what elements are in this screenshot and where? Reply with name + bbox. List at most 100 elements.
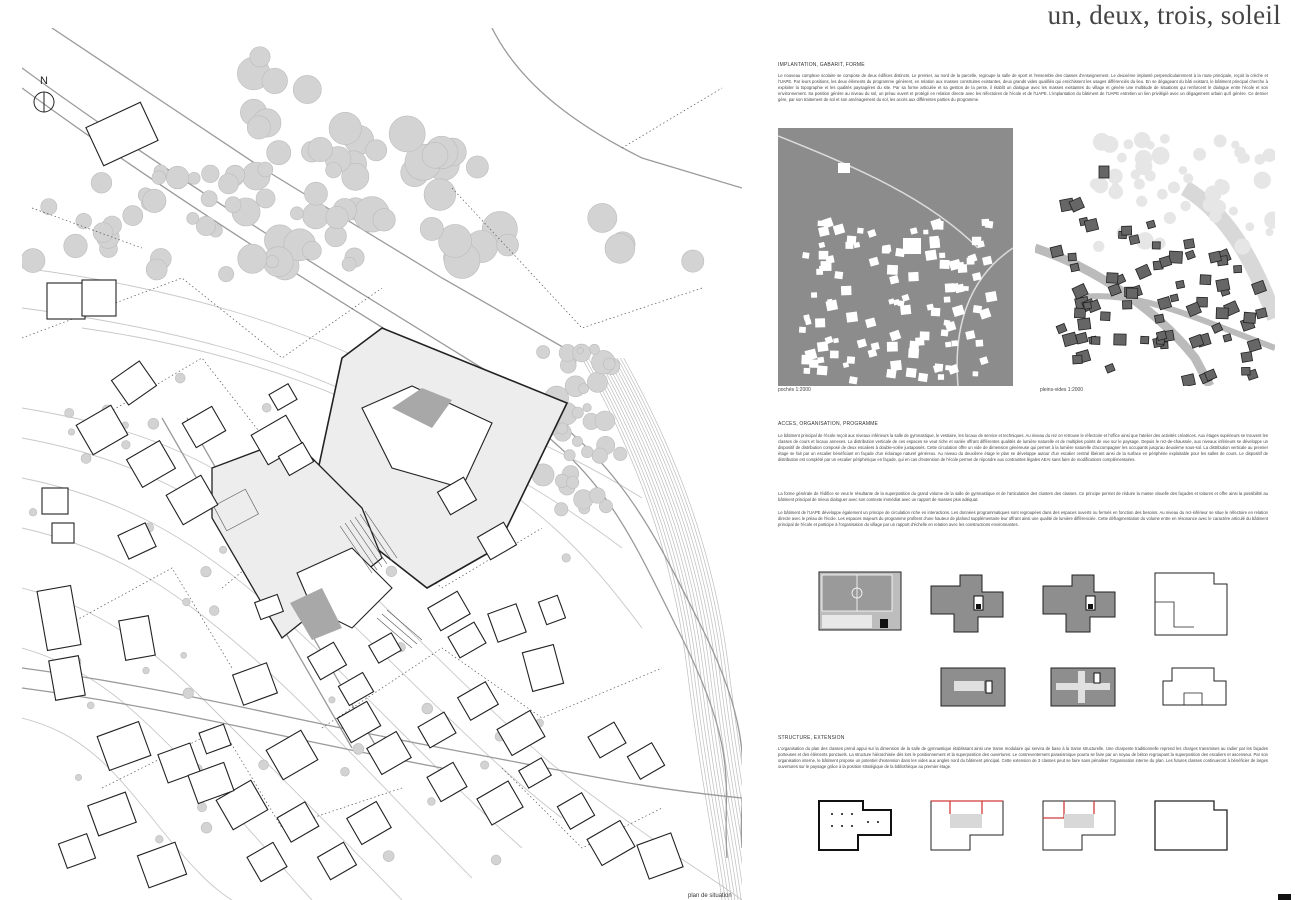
poche-block	[815, 318, 826, 328]
poche-block	[867, 348, 878, 358]
tree	[1254, 153, 1266, 165]
pv-block	[1203, 368, 1218, 382]
poche-block	[923, 229, 929, 235]
tree	[372, 208, 396, 232]
tree	[186, 212, 200, 225]
building	[117, 522, 157, 560]
tree	[681, 249, 705, 273]
poche-block	[842, 362, 850, 369]
tree	[121, 440, 131, 450]
page-title: un, deux, trois, soleil	[1047, 0, 1281, 30]
tree	[304, 181, 328, 206]
building	[87, 791, 137, 837]
tree	[490, 854, 502, 866]
tree	[219, 545, 227, 554]
poche-block	[868, 256, 880, 267]
pv-block	[1169, 293, 1180, 303]
pv-block	[1222, 333, 1233, 343]
poche-block	[933, 220, 944, 230]
poche-block	[940, 329, 949, 337]
tree	[340, 767, 350, 777]
building	[556, 791, 596, 831]
tree	[1136, 195, 1148, 207]
tree	[292, 75, 322, 104]
site-plan: N	[22, 28, 742, 900]
building	[496, 709, 546, 757]
tree	[1101, 136, 1119, 153]
tree	[421, 142, 449, 169]
poche-block	[846, 356, 856, 364]
poche-block	[801, 354, 813, 365]
tree	[74, 774, 82, 781]
tree	[145, 258, 168, 281]
north-label: N	[40, 75, 48, 87]
pv-block	[1246, 338, 1262, 353]
poche-block	[889, 329, 902, 342]
tree	[352, 743, 365, 755]
tree	[75, 212, 92, 230]
poche-block	[892, 298, 900, 306]
tree	[438, 224, 472, 258]
poche-block	[802, 252, 810, 259]
building	[187, 761, 235, 805]
tree	[581, 445, 594, 459]
tree	[554, 502, 569, 517]
tree	[1245, 222, 1255, 232]
tree	[180, 652, 187, 659]
pv-block	[1208, 250, 1222, 264]
building	[165, 474, 219, 526]
pv-block	[1157, 296, 1173, 311]
pv-block	[1071, 283, 1089, 300]
building	[96, 720, 152, 772]
building	[198, 723, 232, 755]
pleins-vides-diagram	[1033, 128, 1283, 389]
pv-block	[1175, 279, 1186, 290]
tree	[209, 605, 220, 616]
tree	[1178, 165, 1188, 175]
tree	[1107, 168, 1123, 184]
tree	[182, 597, 191, 607]
building	[436, 476, 478, 516]
section-text-structure: L'organisation du plan des classes prend…	[778, 746, 1268, 770]
section-text-acces-3: Le bâtiment de l'UAPE développe égalemen…	[778, 510, 1268, 528]
tree	[1234, 146, 1246, 159]
tree	[40, 198, 58, 216]
tree	[142, 188, 167, 213]
tree	[566, 475, 580, 489]
building	[537, 594, 567, 626]
tree	[365, 139, 388, 162]
pv-block	[1082, 301, 1093, 310]
poche-block	[886, 264, 899, 275]
plan-level-2	[1042, 574, 1117, 639]
tree	[1136, 232, 1154, 250]
poche-block	[810, 292, 818, 298]
tree	[255, 188, 276, 209]
pv-block	[1113, 333, 1127, 346]
tree	[200, 566, 212, 578]
tree	[556, 422, 569, 435]
pv-block	[1067, 252, 1077, 262]
structure-plan-1	[818, 800, 893, 857]
poche-block	[966, 257, 975, 265]
poche-block	[870, 342, 880, 351]
tree	[187, 171, 201, 185]
poche-block	[944, 341, 952, 348]
tree	[591, 447, 608, 464]
tree	[536, 345, 551, 359]
tree	[307, 136, 333, 163]
poche-block	[881, 246, 890, 254]
building	[487, 603, 527, 643]
pv-block	[1106, 272, 1119, 284]
poche-block	[816, 341, 829, 353]
pv-block	[1184, 249, 1196, 261]
building	[136, 841, 188, 889]
structure-plan-3	[1042, 800, 1117, 857]
tree	[594, 410, 616, 432]
poche-block	[846, 235, 857, 245]
tree	[328, 696, 336, 704]
building	[346, 800, 392, 846]
tree	[1228, 206, 1238, 216]
tree	[341, 162, 370, 191]
poche-block	[975, 339, 984, 347]
poche-block	[984, 220, 994, 229]
